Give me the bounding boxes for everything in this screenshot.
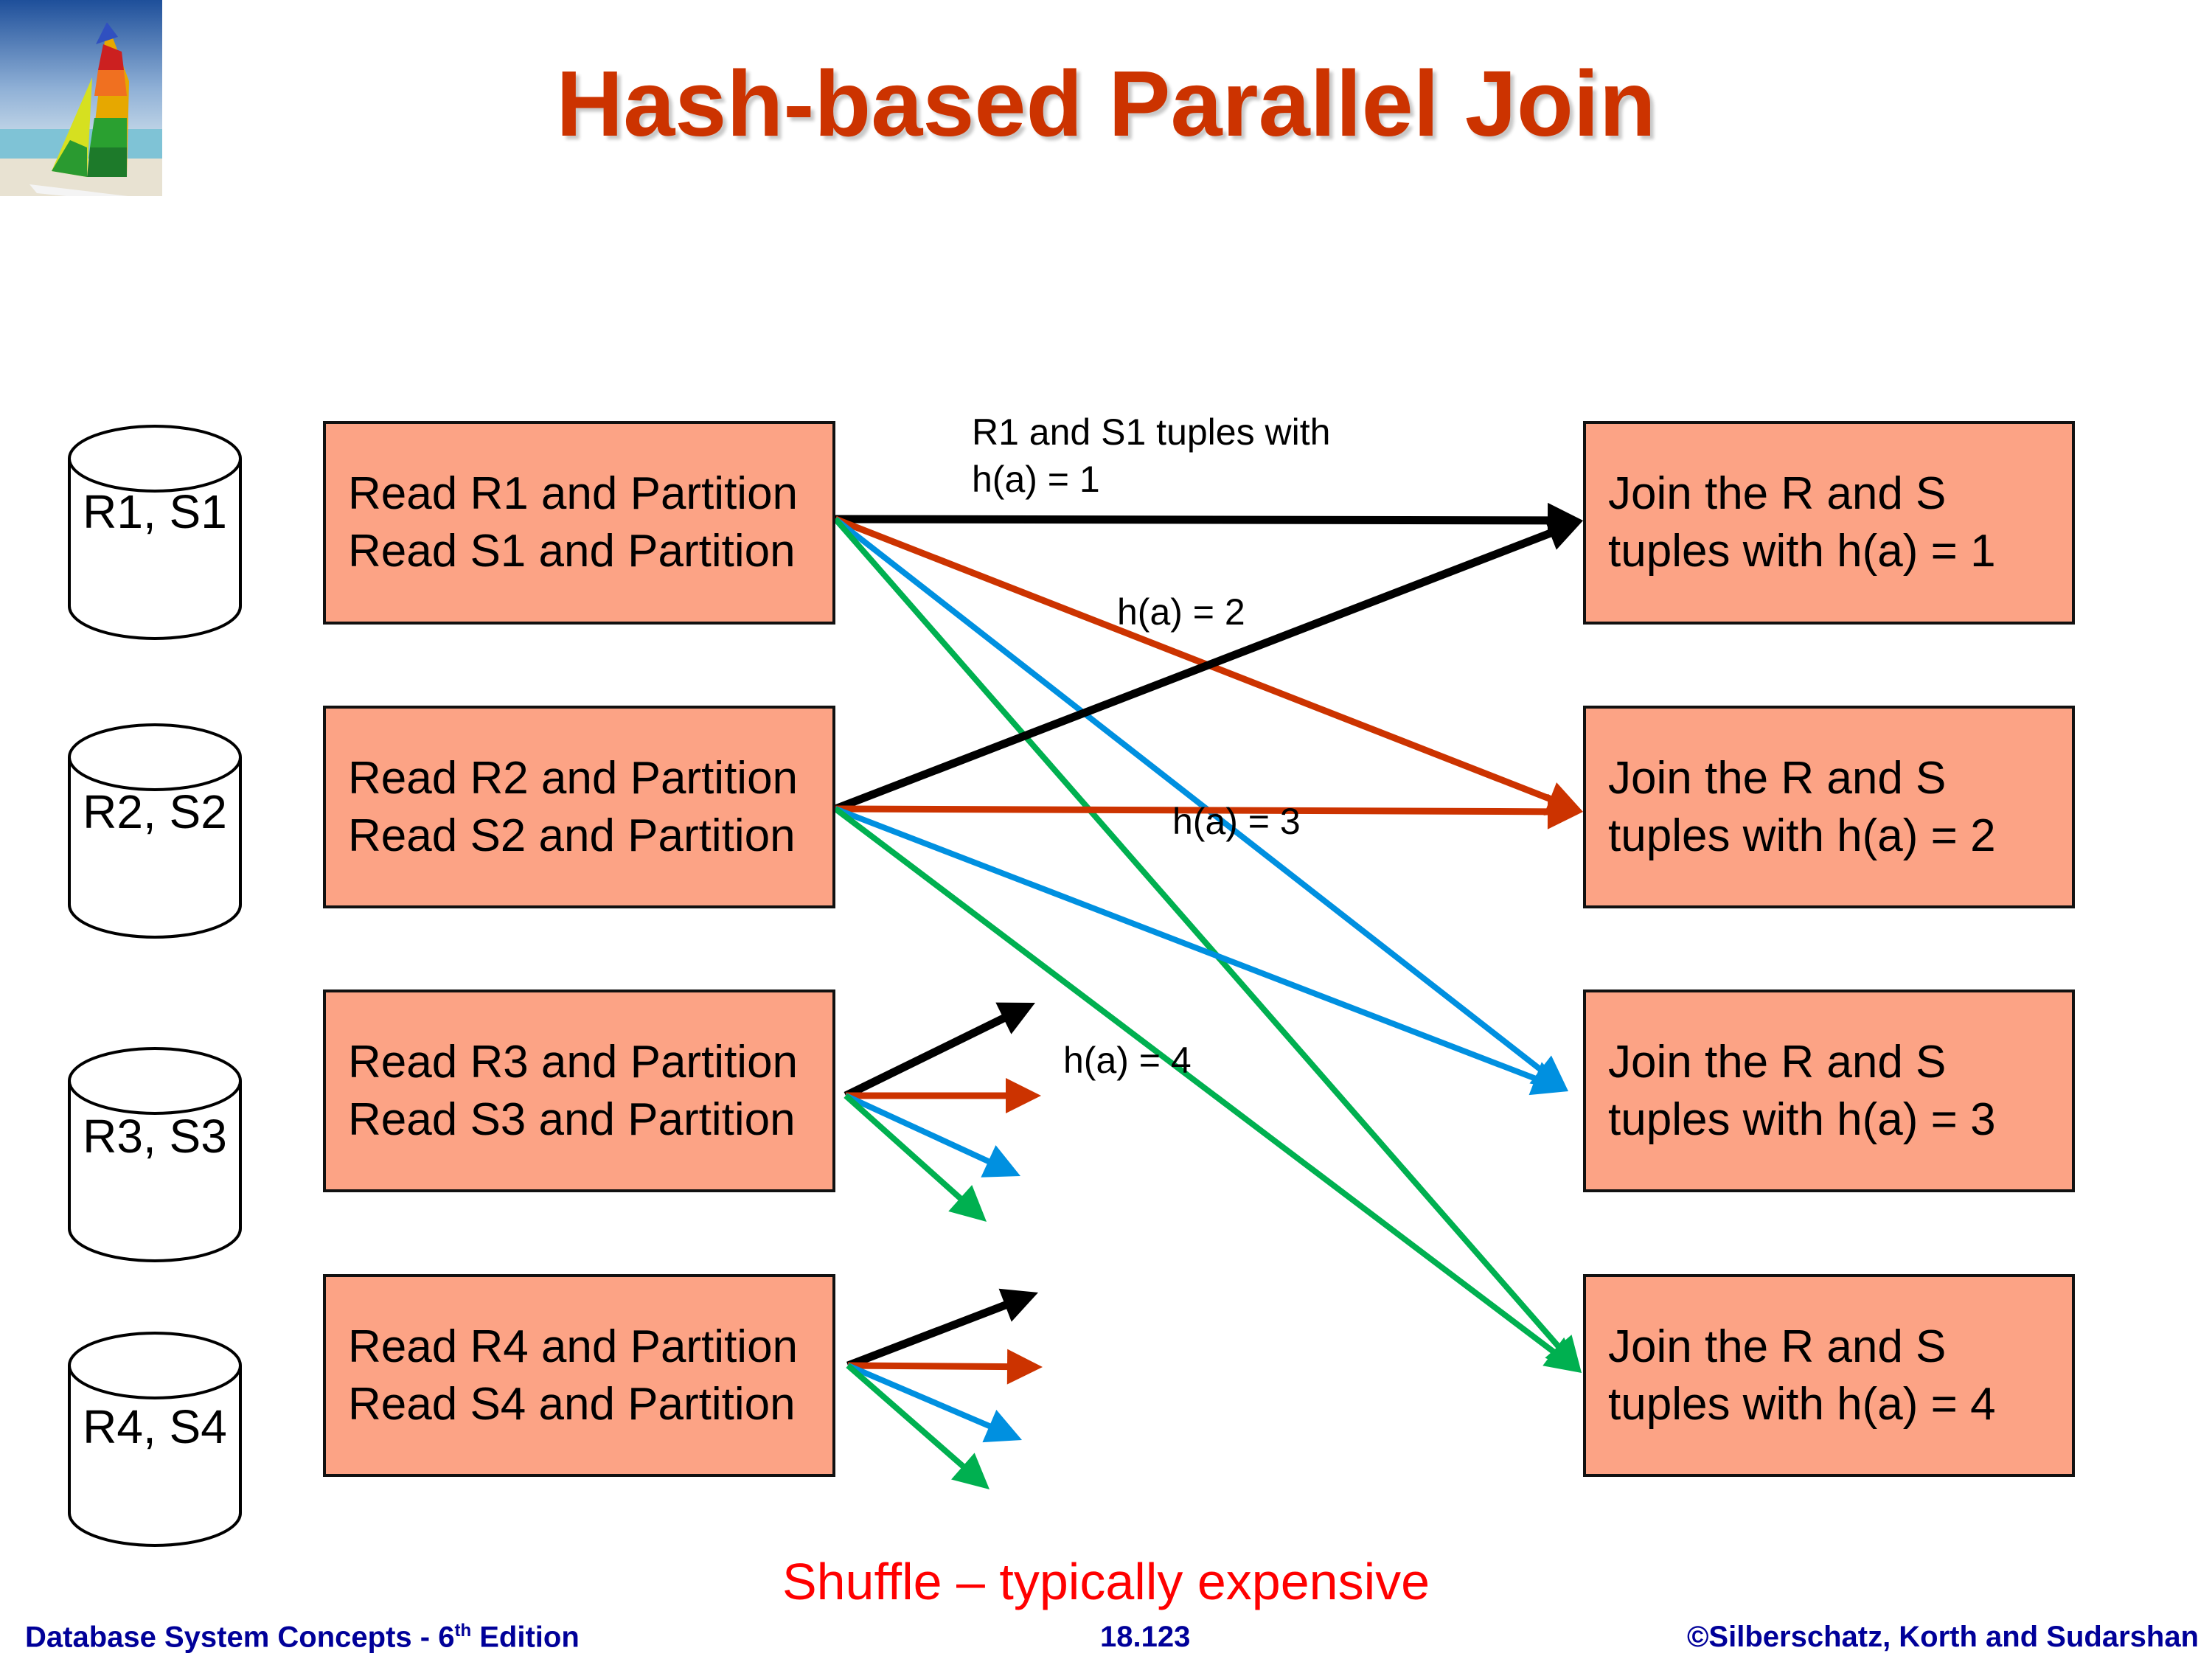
edge-label-h3: h(a) = 3: [1172, 801, 1301, 842]
join-box-line: tuples with h(a) = 3: [1608, 1093, 1996, 1145]
edge-label-line: h(a) = 1: [972, 459, 1100, 500]
arrow-2-to-4: [833, 806, 1582, 1373]
arrow-2-to-3: [834, 806, 1568, 1096]
partition-box-1: Read R1 and Partition Read S1 and Partit…: [323, 421, 835, 625]
fanout-arrow-4-h3: [846, 1363, 1022, 1443]
arrow-2-to-1: [834, 516, 1583, 813]
storage-node-label: R1, S1: [83, 485, 227, 538]
partition-box-4: Read R4 and Partition Read S4 and Partit…: [323, 1274, 835, 1477]
join-box-line: Join the R and S: [1608, 1321, 1947, 1372]
join-box-2: Join the R and S tuples with h(a) = 2: [1583, 706, 2075, 908]
join-box-1: Join the R and S tuples with h(a) = 1: [1583, 421, 2075, 625]
fanout-arrow-4-h1: [846, 1288, 1038, 1370]
fanout-arrow-3-h2: [846, 1078, 1041, 1113]
footer-book-title-text: Database System Concepts - 6: [25, 1621, 455, 1654]
arrow-1-to-1: [835, 502, 1583, 538]
edge-label-h1: R1 and S1 tuples with h(a) = 1: [972, 408, 1330, 503]
join-box-line: tuples with h(a) = 1: [1608, 526, 1996, 577]
partition-box-line: Read R2 and Partition: [348, 752, 799, 804]
fanout-arrow-3-h3: [844, 1093, 1020, 1178]
join-box-3: Join the R and S tuples with h(a) = 3: [1583, 990, 2075, 1192]
fanout-arrow-4-h2: [847, 1349, 1043, 1385]
partition-box-line: Read R1 and Partition: [348, 468, 799, 519]
join-box-line: tuples with h(a) = 4: [1608, 1378, 1996, 1430]
edge-label-line: R1 and S1 tuples with: [972, 411, 1331, 453]
partition-box-line: Read R3 and Partition: [348, 1036, 799, 1088]
database-cylinder-icon: [68, 1047, 242, 1262]
database-cylinder-icon: [68, 723, 242, 939]
fanout-arrow-3-h4: [844, 1093, 987, 1222]
footer-superscript: th: [454, 1621, 472, 1641]
partition-box-2: Read R2 and Partition Read S2 and Partit…: [323, 706, 835, 908]
fanout-arrow-4-h4: [846, 1363, 990, 1489]
arrow-2-to-2: [835, 793, 1583, 830]
partition-box-line: Read S4 and Partition: [348, 1378, 796, 1430]
partition-box-line: Read S2 and Partition: [348, 810, 796, 861]
storage-node-label: R2, S2: [83, 785, 227, 838]
join-box-line: Join the R and S: [1608, 752, 1947, 804]
footer-book-title-suffix: Edition: [471, 1621, 580, 1654]
join-box-line: Join the R and S: [1608, 468, 1947, 519]
storage-node-label: R3, S3: [83, 1110, 227, 1163]
partition-box-3: Read R3 and Partition Read S3 and Partit…: [323, 990, 835, 1192]
join-box-line: Join the R and S: [1608, 1036, 1947, 1088]
join-box-line: tuples with h(a) = 2: [1608, 810, 1996, 861]
sailboat-logo-icon: [0, 0, 162, 196]
partition-box-line: Read S1 and Partition: [348, 526, 796, 577]
database-cylinder-icon: [68, 425, 242, 640]
footer-slide-number: 18.123: [1100, 1621, 1191, 1653]
database-cylinder-icon: [68, 1332, 242, 1547]
partition-box-line: Read S3 and Partition: [348, 1093, 796, 1145]
arrow-1-to-4: [832, 517, 1582, 1373]
footer-book-title: Database System Concepts - 6th Edition: [25, 1621, 580, 1654]
shuffle-note: Shuffle – typically expensive: [782, 1553, 1430, 1610]
storage-node-label: R4, S4: [83, 1400, 227, 1453]
footer-copyright: ©Silberschatz, Korth and Sudarshan: [1686, 1621, 2199, 1653]
fanout-arrow-3-h1: [844, 1002, 1035, 1099]
join-box-4: Join the R and S tuples with h(a) = 4: [1583, 1274, 2075, 1477]
slide-title: Hash-based Parallel Join: [556, 52, 1656, 156]
partition-box-line: Read R4 and Partition: [348, 1321, 799, 1372]
edge-label-h4: h(a) = 4: [1063, 1040, 1192, 1081]
edge-label-h2: h(a) = 2: [1117, 591, 1245, 633]
